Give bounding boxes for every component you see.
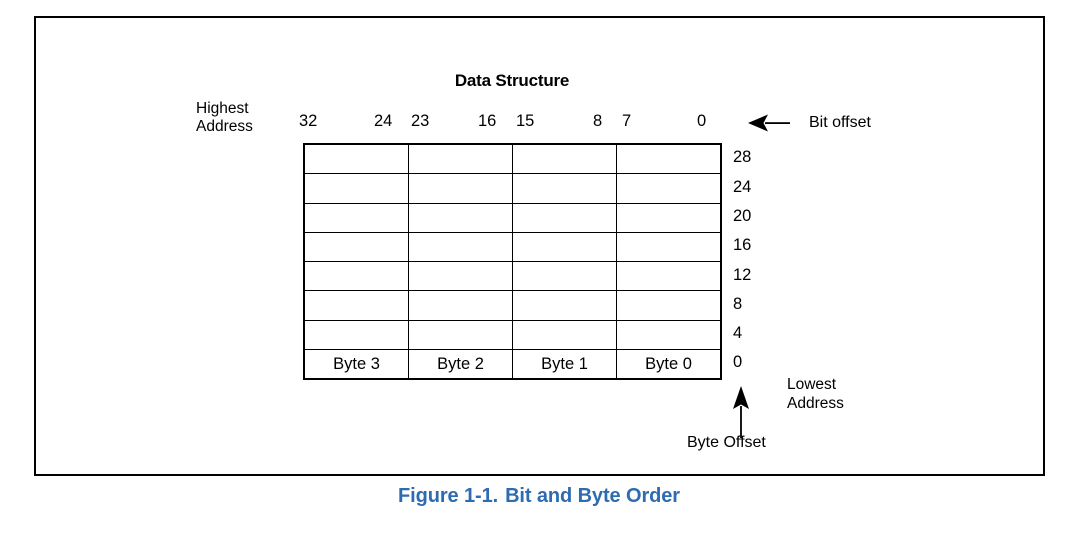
bit-offset-value-28: 28: [733, 148, 752, 167]
byte-cell-2: Byte 2: [409, 350, 513, 380]
bit-offset-value-8: 8: [733, 294, 743, 313]
bit-offset-value-20: 20: [733, 206, 752, 225]
bit-offset-value-column: 28 24 20 16 12 8 4 0: [733, 143, 773, 380]
grid-cell: [513, 145, 617, 174]
grid-cell: [409, 262, 513, 291]
grid-cell: [305, 145, 409, 174]
grid-cell: [513, 320, 617, 350]
bit-offset-value-16: 16: [733, 236, 752, 255]
grid-cell: [617, 204, 720, 232]
grid-cell: [409, 320, 513, 350]
grid-cell: [617, 145, 720, 173]
grid-cell: [513, 174, 617, 203]
bit-number-16: 16: [478, 112, 497, 130]
grid-cell: [305, 291, 409, 320]
data-structure-title: Data Structure: [454, 71, 570, 90]
grid-cell: [617, 321, 720, 349]
table-row: [305, 174, 720, 204]
table-row: [305, 145, 720, 175]
bit-number-0: 0: [697, 112, 707, 130]
lowest-address-label: Lowest Address: [787, 375, 844, 413]
data-structure-grid: Byte 3 Byte 2 Byte 1 Byte 0: [303, 143, 722, 380]
grid-cell: [305, 232, 409, 262]
figure-caption-number: Figure 1-1.: [398, 485, 499, 507]
byte-cell-3: Byte 3: [305, 350, 409, 380]
bit-number-23: 23: [411, 112, 430, 130]
bit-number-8: 8: [593, 112, 603, 130]
grid-cell: [305, 203, 409, 232]
byte-label-row: Byte 3 Byte 2 Byte 1 Byte 0: [305, 350, 720, 380]
figure-caption: Figure 1-1. Bit and Byte Order: [0, 485, 1078, 508]
arrow-up-icon: [733, 386, 749, 438]
highest-address-line-1: Highest: [196, 100, 249, 117]
bit-offset-value-0: 0: [733, 353, 743, 372]
table-row: [305, 232, 720, 263]
grid-cell: [617, 262, 720, 290]
bit-number-32: 32: [299, 112, 318, 130]
byte-offset-annotation: [730, 386, 752, 443]
grid-cell: [409, 145, 513, 174]
bit-number-15: 15: [516, 112, 535, 130]
grid-cell: [305, 262, 409, 291]
grid-cell: [617, 291, 720, 319]
byte-cell-1: Byte 1: [513, 350, 617, 380]
grid-cell: [513, 232, 617, 262]
bit-offset-annotation: Bit offset: [748, 110, 871, 136]
grid-cell: [409, 232, 513, 262]
bit-number-24: 24: [374, 112, 393, 130]
grid-cell: [513, 203, 617, 232]
grid-cell: [305, 320, 409, 350]
bit-number-7: 7: [622, 112, 632, 130]
highest-address-line-2: Address: [196, 118, 253, 135]
bit-offset-value-24: 24: [733, 177, 752, 196]
grid-cell: [617, 233, 720, 261]
figure-caption-text: Bit and Byte Order: [505, 485, 680, 507]
arrow-left-icon: [748, 114, 790, 132]
grid-cell: [409, 291, 513, 320]
table-row: [305, 262, 720, 292]
grid-cell: [513, 262, 617, 291]
grid-cell: [305, 174, 409, 203]
grid-cell: [409, 174, 513, 203]
table-row: [305, 320, 720, 351]
bit-offset-value-4: 4: [733, 324, 743, 343]
table-row: [305, 203, 720, 233]
lowest-address-line-2: Address: [787, 395, 844, 412]
grid-cell: [617, 174, 720, 202]
grid-cell: [409, 203, 513, 232]
bit-offset-value-12: 12: [733, 265, 752, 284]
byte-cell-0: Byte 0: [645, 355, 692, 374]
byte-offset-label: Byte Offset: [687, 434, 766, 451]
highest-address-label: Highest Address: [196, 100, 288, 136]
bit-offset-label: Bit offset: [809, 114, 871, 131]
grid-cell: [513, 291, 617, 320]
lowest-address-line-1: Lowest: [787, 376, 837, 393]
bit-number-scale: 32 24 23 16 15 8 7 0: [297, 112, 727, 136]
table-row: [305, 291, 720, 321]
